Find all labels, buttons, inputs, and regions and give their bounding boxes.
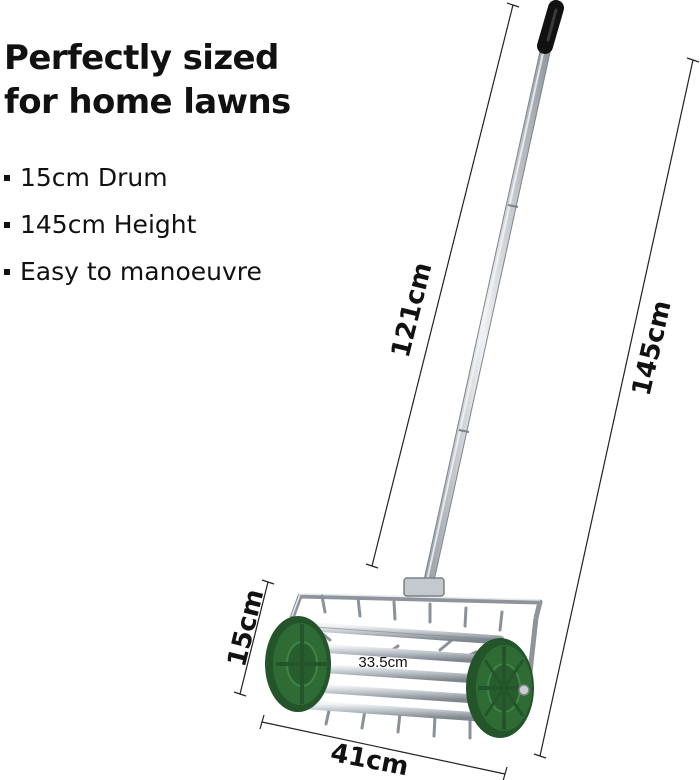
width-label: 41cm [328, 738, 411, 780]
headline: Perfectly sized for home lawns [4, 36, 334, 124]
handle-grip [537, 0, 564, 54]
dimension-line-total-height [533, 57, 700, 759]
handle-bracket [403, 577, 445, 597]
dimension-line-handle [365, 2, 520, 569]
total-height-label: 145cm [627, 298, 678, 399]
feature-item: Easy to manoeuvre [4, 248, 262, 295]
drum-length-label: 33.5cm [358, 654, 407, 671]
left-wheel [265, 616, 331, 712]
bullet-icon [4, 174, 10, 181]
drum-height-label: 15cm [222, 586, 270, 670]
feature-list: 15cm Drum 145cm Height Easy to manoeuvre [4, 154, 262, 295]
headline-line-2: for home lawns [4, 82, 291, 122]
headline-line-1: Perfectly sized [4, 38, 279, 78]
dimension-line-drum [233, 579, 275, 697]
handle-length-label: 121cm [386, 259, 439, 360]
right-wheel [466, 638, 534, 738]
feature-label: 15cm Drum [20, 163, 168, 192]
bullet-icon [4, 221, 10, 228]
aerator-handle [422, 14, 558, 591]
feature-label: 145cm Height [20, 210, 197, 239]
feature-item: 15cm Drum [4, 154, 262, 201]
dimension-line-width [259, 714, 508, 780]
feature-label: Easy to manoeuvre [20, 257, 262, 286]
bullet-icon [4, 268, 10, 275]
feature-item: 145cm Height [4, 201, 262, 248]
